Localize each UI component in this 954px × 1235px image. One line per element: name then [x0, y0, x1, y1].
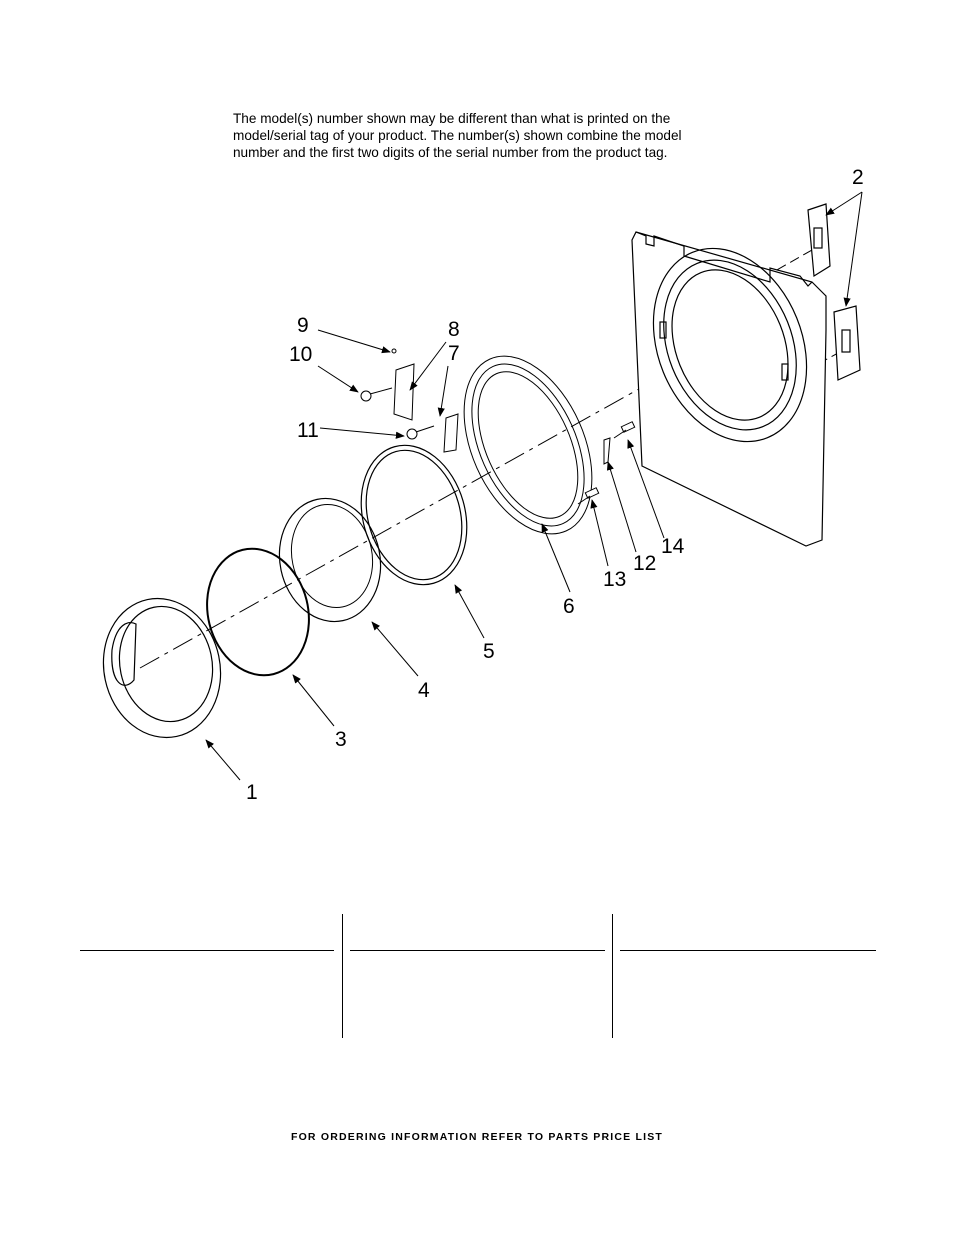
callout-6: 6 — [563, 595, 575, 618]
latch-strike — [393, 363, 459, 453]
callout-5: 5 — [483, 640, 495, 663]
assembly-axis-line — [139, 337, 731, 669]
table-divider-2 — [612, 914, 613, 1038]
hinge-bracket-lower — [833, 305, 861, 381]
table-rule-col-3 — [620, 950, 876, 951]
callout-14: 14 — [661, 535, 685, 558]
inner-door-ring — [463, 355, 593, 535]
screws — [360, 348, 636, 505]
callout-13: 13 — [603, 568, 626, 591]
table-divider-1 — [342, 914, 343, 1038]
table-rule-col-2 — [350, 950, 605, 951]
door-seal — [360, 444, 468, 586]
front-panel — [631, 231, 827, 547]
callout-3: 3 — [335, 728, 347, 751]
disclaimer-line-2: model/serial tag of your product. The nu… — [233, 128, 682, 143]
outer-door — [102, 597, 222, 739]
door-gasket — [206, 547, 310, 677]
disclaimer-line-1: The model(s) number shown may be differe… — [233, 111, 671, 126]
ordering-info-footer: FOR ORDERING INFORMATION REFER TO PARTS … — [290, 1131, 664, 1143]
callout-1: 1 — [246, 781, 258, 804]
disclaimer-line-3: number and the first two digits of the s… — [233, 145, 668, 160]
inner-door-glass — [278, 497, 382, 623]
callout-2: 2 — [852, 166, 864, 189]
disclaimer-text: The model(s) number shown may be differe… — [233, 110, 753, 161]
hinge-bracket-upper — [807, 203, 831, 278]
callout-7: 7 — [448, 342, 460, 365]
callout-9: 9 — [297, 314, 309, 337]
callout-11: 11 — [297, 419, 319, 442]
exploded-parts-diagram: 1 2 3 4 5 6 7 8 9 10 11 12 13 14 — [102, 166, 864, 804]
callout-leaders — [205, 191, 863, 781]
callout-12: 12 — [633, 552, 656, 575]
callout-10: 10 — [289, 343, 312, 366]
callout-4: 4 — [418, 679, 430, 702]
callout-8: 8 — [448, 318, 460, 341]
table-rule-col-1 — [80, 950, 334, 951]
